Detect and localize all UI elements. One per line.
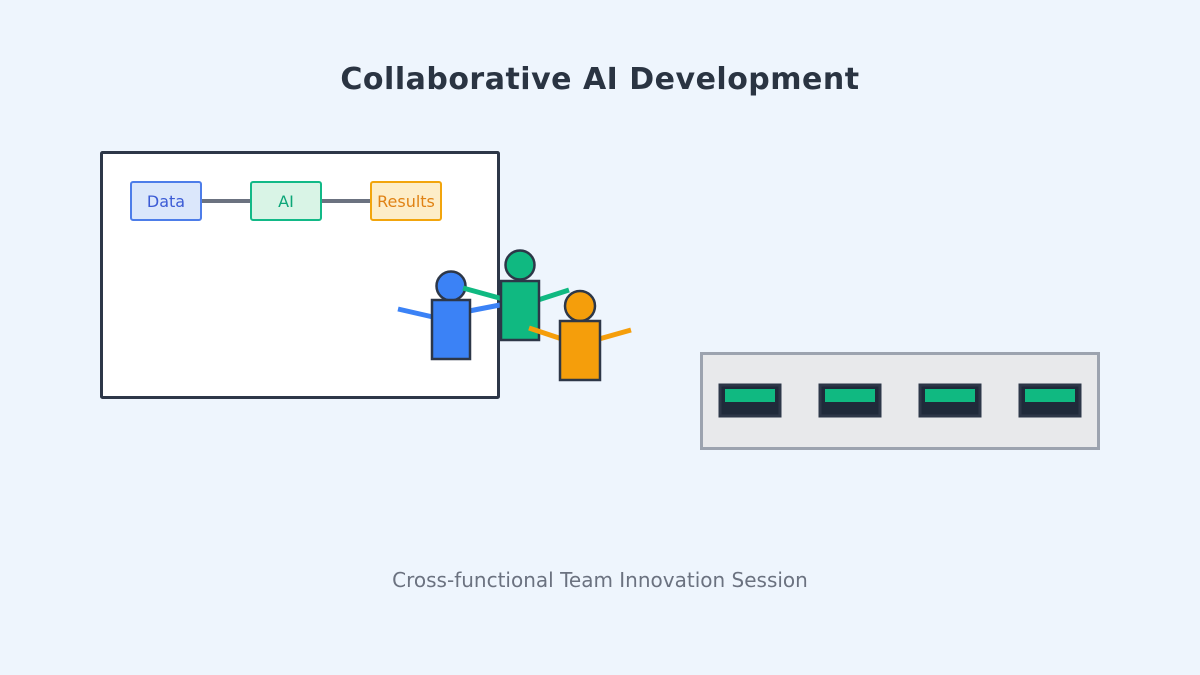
flow-node-data: Data [130, 181, 202, 221]
flow-node-ai-box [250, 181, 322, 221]
person-orange-left-arm [528, 325, 563, 342]
laptop-4-screen [1025, 389, 1075, 402]
person-blue [397, 270, 501, 361]
person-orange [528, 289, 632, 382]
person-orange-body [558, 319, 602, 382]
person-blue-left-arm [397, 306, 434, 320]
person-orange-head [563, 289, 597, 323]
flow-node-data-label: Data [147, 192, 185, 211]
flow-node-results: Results [370, 181, 442, 221]
page-title: Collaborative AI Development [340, 62, 860, 97]
subtitle-caption: Cross-functional Team Innovation Session [392, 568, 808, 592]
person-blue-head [435, 270, 467, 302]
laptop-2-screen [825, 389, 875, 402]
person-orange-right-arm [598, 327, 632, 342]
flow-node-results-box [370, 181, 442, 221]
laptop-1 [718, 383, 782, 418]
flow-node-results-label: Results [377, 192, 435, 211]
laptop-3 [918, 383, 982, 418]
flow-node-ai-label: AI [278, 192, 294, 211]
person-blue-right-arm [468, 302, 501, 314]
flow-node-data-box [130, 181, 202, 221]
laptop-1-screen [725, 389, 775, 402]
work-table [700, 352, 1100, 450]
person-green-right-arm [537, 287, 570, 303]
laptop-2 [818, 383, 882, 418]
flow-node-ai: AI [250, 181, 322, 221]
whiteboard: Data AI Results [100, 151, 500, 399]
laptop-4 [1018, 383, 1082, 418]
person-green-left-arm [462, 285, 504, 302]
person-green-head [504, 249, 536, 281]
person-blue-body [430, 298, 472, 361]
laptop-3-screen [925, 389, 975, 402]
